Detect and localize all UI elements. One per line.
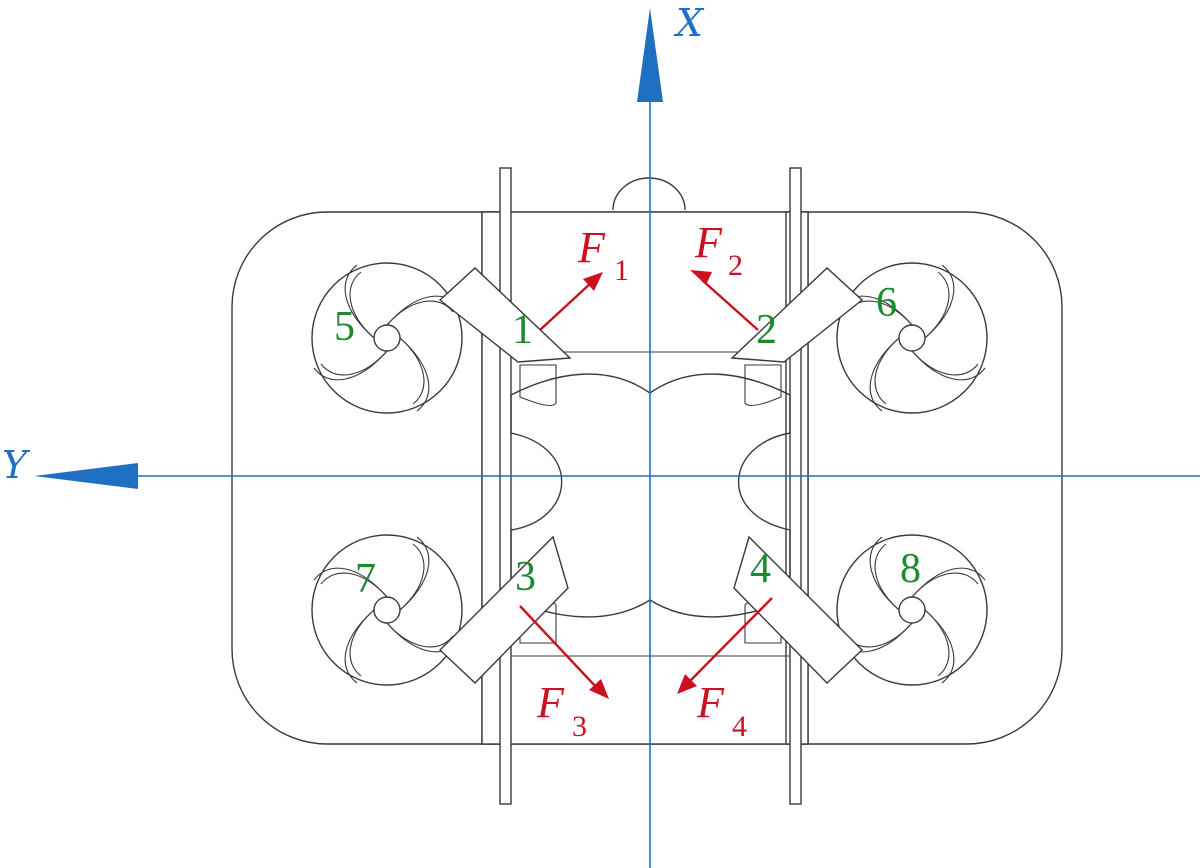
thruster-4-housing xyxy=(733,535,864,684)
force-label-3: F 3 xyxy=(536,678,587,743)
svg-text:4: 4 xyxy=(732,710,747,743)
thruster-3-label: 3 xyxy=(515,554,536,600)
thruster-3-housing xyxy=(438,535,569,684)
thruster-1-housing xyxy=(438,267,572,363)
bracket-top-right xyxy=(744,364,782,406)
svg-text:F: F xyxy=(694,218,723,267)
x-axis-label: X xyxy=(673,1,705,45)
svg-text:2: 2 xyxy=(728,249,743,282)
svg-text:F: F xyxy=(696,678,725,727)
right-rail xyxy=(785,167,809,805)
thruster-4-label: 4 xyxy=(750,546,771,592)
propeller-6-icon xyxy=(836,262,988,414)
front-dome xyxy=(612,177,686,211)
force-label-1: F 1 xyxy=(577,223,629,287)
propeller-6-label: 6 xyxy=(876,280,897,326)
svg-text:F: F xyxy=(536,678,565,727)
y-axis-arrowhead-icon xyxy=(34,463,138,489)
propeller-7-icon xyxy=(311,534,463,686)
thruster-1-label: 1 xyxy=(512,307,533,353)
propeller-5-label: 5 xyxy=(334,304,355,350)
force-arrow-1 xyxy=(539,272,603,331)
x-axis-arrowhead-icon xyxy=(637,8,663,102)
thruster-2-housing xyxy=(730,267,864,363)
bracket-top-left xyxy=(519,364,557,406)
propeller-8-label: 8 xyxy=(900,546,921,592)
force-label-4: F 4 xyxy=(696,678,747,743)
thruster-2-label: 2 xyxy=(756,307,777,353)
center-body-panel xyxy=(481,211,809,745)
svg-text:1: 1 xyxy=(614,254,629,287)
svg-text:F: F xyxy=(577,223,606,272)
force-label-2: F 2 xyxy=(694,218,743,282)
left-rail xyxy=(481,167,512,805)
force-arrow-2 xyxy=(690,270,759,331)
propeller-7-label: 7 xyxy=(355,556,376,602)
force-arrow-3 xyxy=(519,605,609,699)
y-axis-label: Y xyxy=(2,443,31,487)
svg-text:3: 3 xyxy=(572,710,587,743)
force-arrow-4 xyxy=(677,597,773,694)
